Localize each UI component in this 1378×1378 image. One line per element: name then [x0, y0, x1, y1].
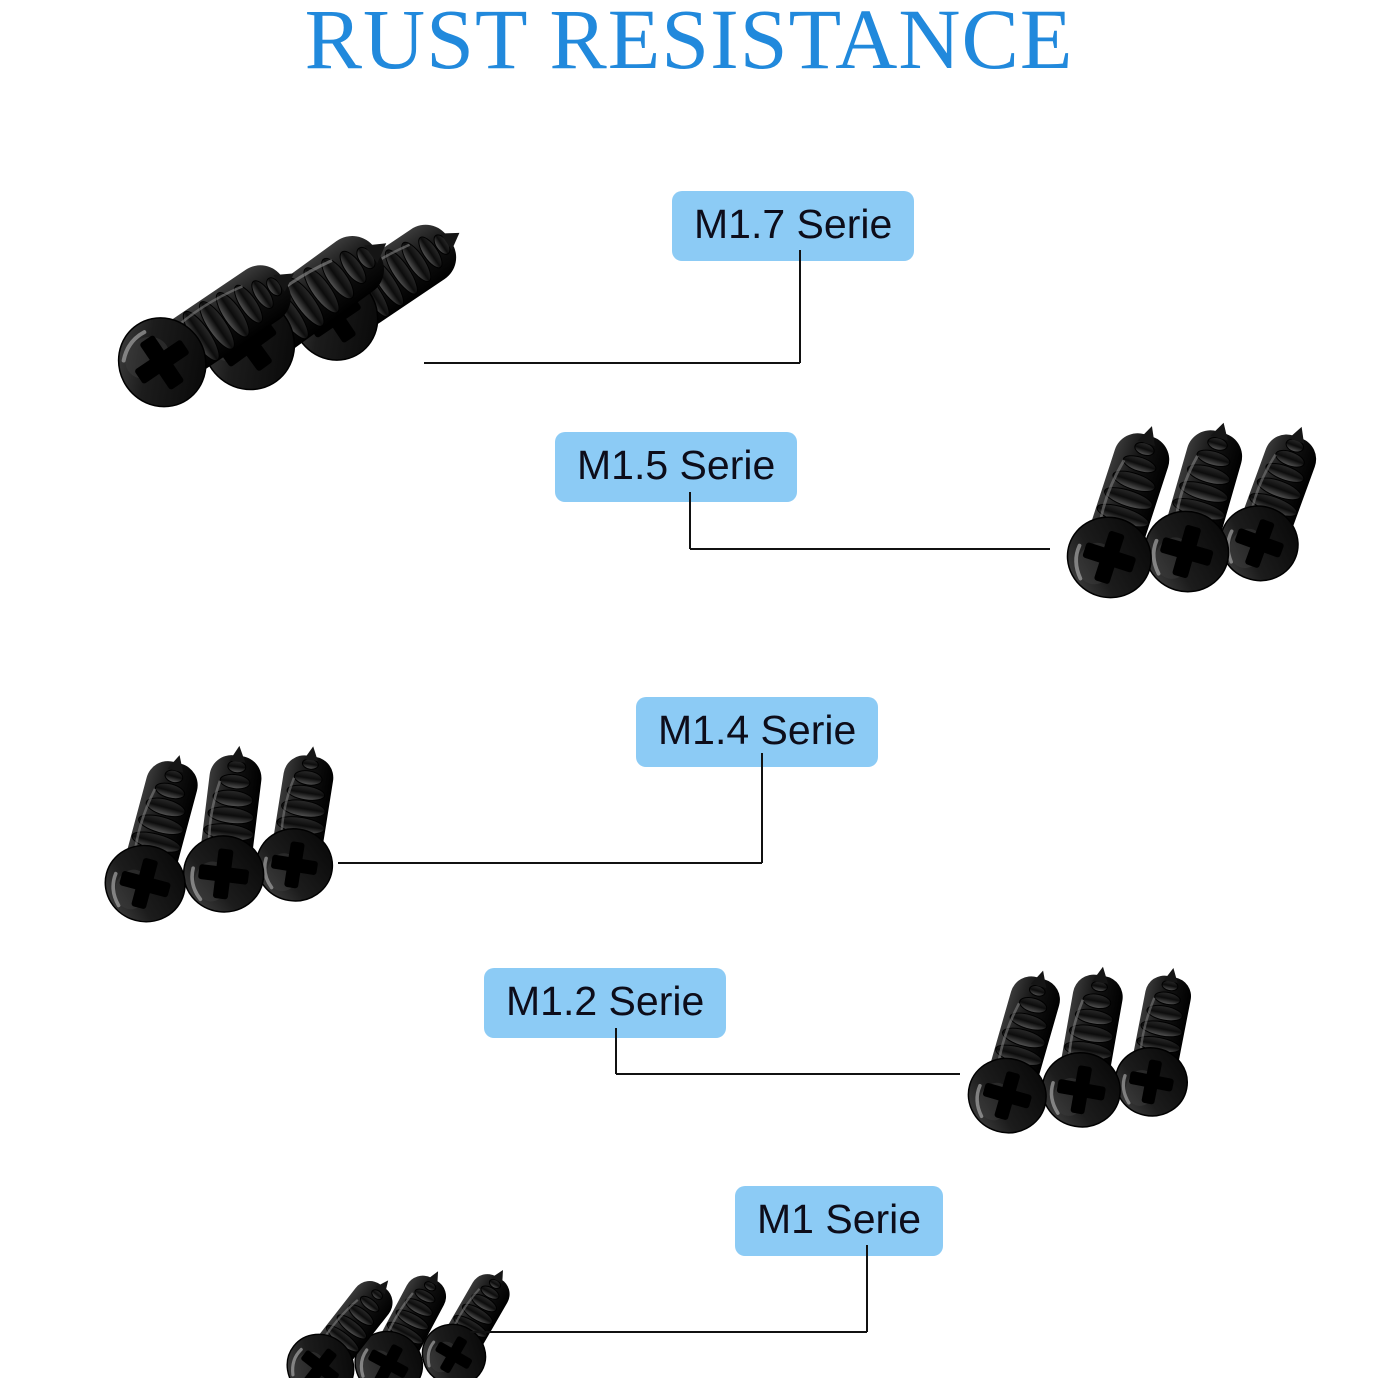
- callout-m15[interactable]: M1.5 Serie: [555, 432, 798, 502]
- callout-m14-label: M1.4 Serie: [658, 707, 857, 753]
- callout-m1-label: M1 Serie: [757, 1196, 922, 1242]
- screw-cluster-m15: [1018, 398, 1328, 628]
- screw-cluster-m1: [258, 1238, 528, 1378]
- callout-m12[interactable]: M1.2 Serie: [484, 968, 727, 1038]
- connector-m15: [688, 492, 1050, 551]
- screw-cluster-m17: [95, 160, 475, 420]
- page-title: RUST RESISTANCE: [304, 0, 1074, 87]
- callout-m17-label: M1.7 Serie: [694, 201, 893, 247]
- screw-cluster-m14: [68, 705, 358, 935]
- screw-cluster-m12: [928, 928, 1218, 1138]
- callout-m14[interactable]: M1.4 Serie: [636, 697, 879, 767]
- callout-m1[interactable]: M1 Serie: [735, 1186, 944, 1256]
- callout-m17[interactable]: M1.7 Serie: [672, 191, 915, 261]
- callout-m15-label: M1.5 Serie: [577, 442, 776, 488]
- connector-m14: [338, 753, 764, 865]
- callout-m12-label: M1.2 Serie: [506, 978, 705, 1024]
